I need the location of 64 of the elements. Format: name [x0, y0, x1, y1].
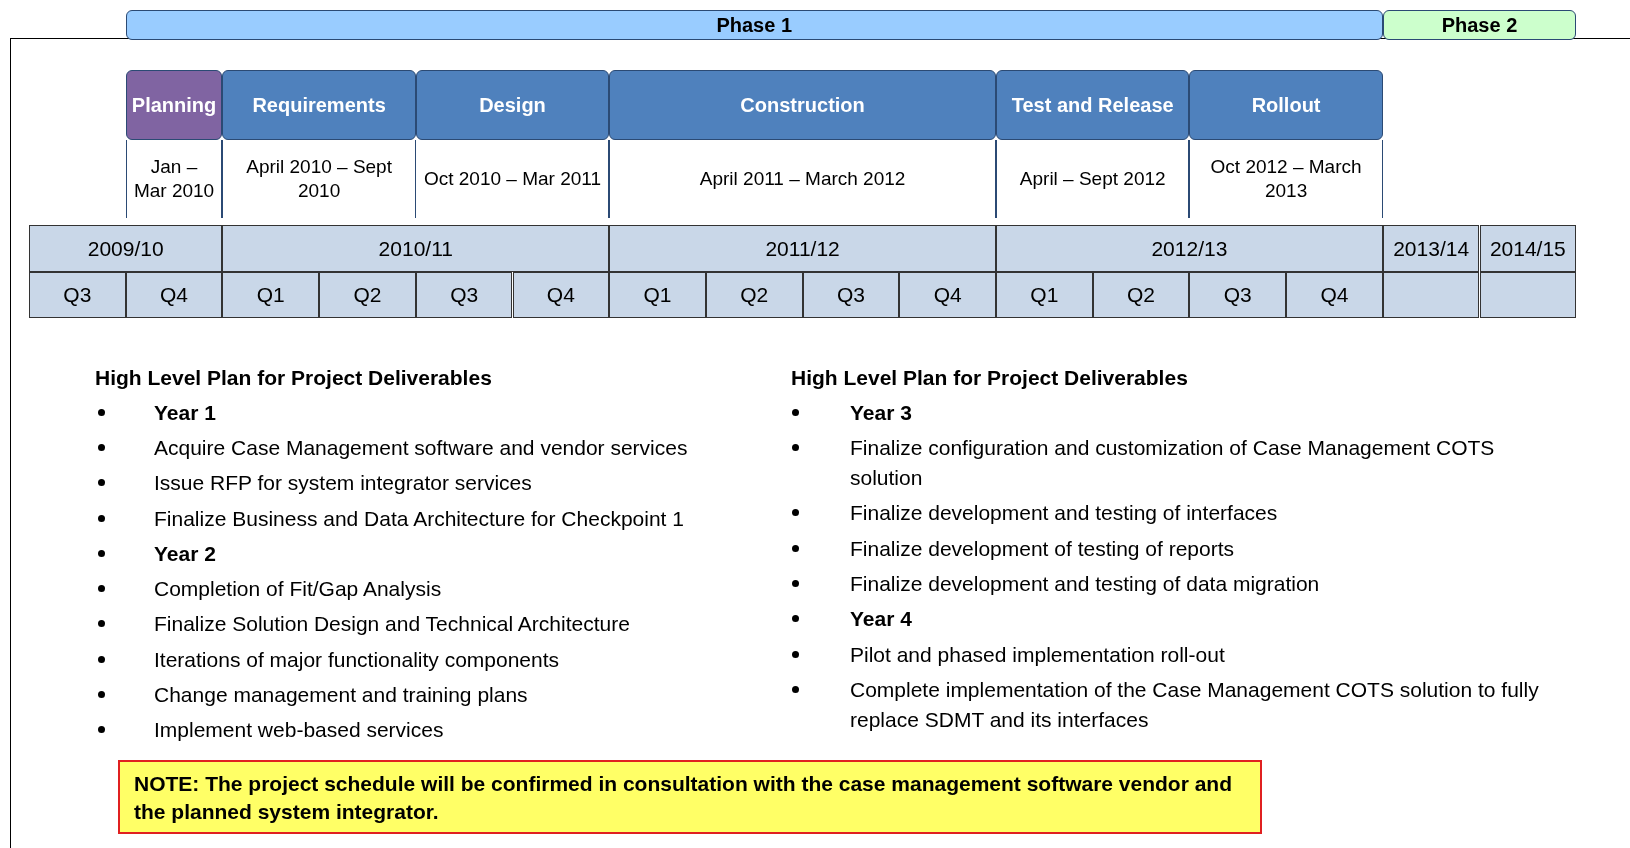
list-item: Iterations of major functionality components [154, 646, 561, 673]
table-cell: Q3 [415, 272, 513, 318]
phase-title: Rollout [1251, 93, 1321, 117]
list-item: Completion of Fit/Gap Analysis [154, 576, 443, 603]
table-cell: Q2 [1092, 272, 1190, 318]
table-cell: 2009/10 [29, 225, 223, 272]
list-item: Finalize Solution Design and Technical Architecture [154, 611, 631, 638]
table-cell: Q4 [1286, 272, 1383, 318]
list-item: Issue RFP for system integrator services [154, 470, 533, 497]
date-range: Oct 2012 – March 2013 [1209, 155, 1363, 203]
table-cell: Q4 [899, 272, 996, 318]
phase-title: Design [479, 93, 546, 117]
list-item: Year 4 [850, 606, 913, 633]
list-item: Year 1 [154, 399, 217, 426]
table-cell: Q1 [996, 272, 1093, 318]
table-cell: 2014/15 [1479, 225, 1577, 272]
phase-band [125, 10, 1383, 40]
list-item: Year 2 [154, 540, 217, 567]
date-range: Jan – Mar 2010 [133, 155, 215, 203]
table-cell: Q2 [705, 272, 803, 318]
phase-box [609, 70, 996, 140]
phase-title: Construction [740, 93, 865, 117]
phase-title: Phase 2 [1441, 13, 1518, 37]
list-item: Pilot and phased implementation roll-out [850, 641, 1226, 668]
phase-box [125, 70, 223, 140]
list-heading: High Level Plan for Project Deliverables [791, 365, 1189, 391]
table-cell: 2012/13 [996, 225, 1383, 272]
list-item: Complete implementation of the Case Management COTS solution to fully replace SDMT and its interfaces [850, 676, 1540, 733]
table-cell: Q4 [512, 272, 610, 318]
phase-box [996, 70, 1190, 140]
phase-title: Test and Release [1011, 93, 1174, 117]
phase-title: Requirements [252, 93, 386, 117]
phase-title: Phase 1 [716, 13, 793, 37]
list-item: Finalize development of testing of reports [850, 535, 1236, 562]
table-cell: 2013/14 [1382, 225, 1480, 272]
list-item: Finalize configuration and customization of Case Management COTS solution [850, 434, 1496, 491]
table-cell: 2011/12 [609, 225, 996, 272]
phase-box [222, 70, 416, 140]
phase-box [1189, 70, 1383, 140]
table-cell: Q1 [609, 272, 706, 318]
table-cell: Q3 [29, 272, 126, 318]
table-cell: Q4 [125, 272, 223, 318]
note-box [118, 760, 1262, 834]
table-cell: Q3 [802, 272, 900, 318]
date-range: Oct 2010 – Mar 2011 [423, 167, 602, 191]
list-item: Finalize development and testing of interfaces [850, 500, 1279, 527]
note-text: NOTE: The project schedule will be confirmed in consultation with the case management software vendor and the planned system integrator. [134, 771, 1234, 825]
table-cell: Q3 [1189, 272, 1287, 318]
list-item: Implement web-based services [154, 717, 445, 744]
table-cell: 2010/11 [222, 225, 610, 272]
date-range: April 2011 – March 2012 [698, 167, 907, 191]
list-item: Year 3 [850, 399, 913, 426]
list-item: Change management and training plans [154, 682, 529, 708]
date-range: April – Sept 2012 [1018, 167, 1167, 191]
table-cell: Q2 [319, 272, 416, 318]
date-range: April 2010 – Sept 2010 [245, 155, 393, 203]
phase-band [1382, 10, 1577, 40]
list-item: Finalize development and testing of data migration [850, 570, 1321, 597]
table-cell: Q1 [222, 272, 320, 318]
phase-box [415, 70, 610, 140]
list-heading: High Level Plan for Project Deliverables [95, 365, 493, 391]
list-item: Acquire Case Management software and vendor services [154, 434, 689, 461]
phase-title: Planning [131, 93, 217, 117]
list-item: Finalize Business and Data Architecture for Checkpoint 1 [154, 505, 685, 532]
